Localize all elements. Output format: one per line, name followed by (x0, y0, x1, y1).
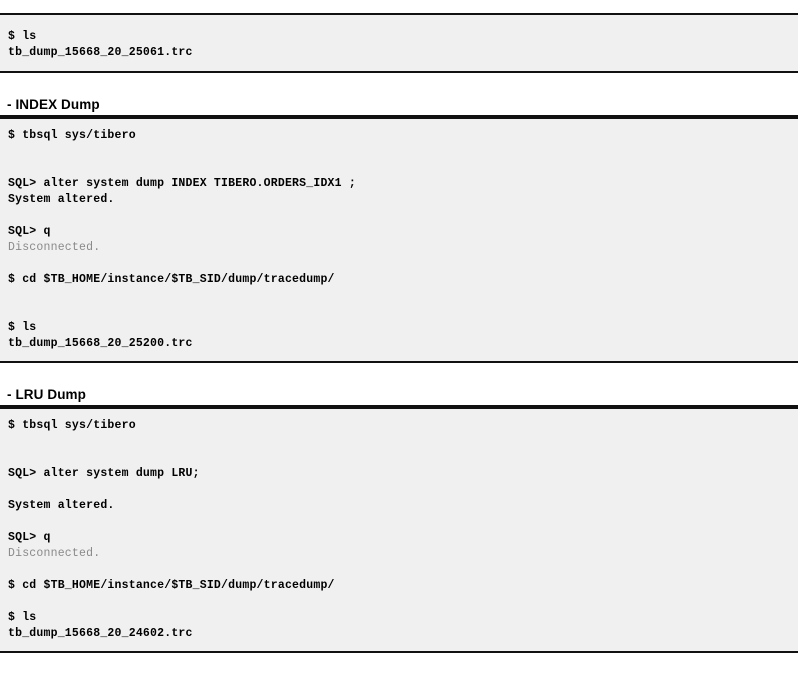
section-heading-index-dump: - INDEX Dump (0, 97, 798, 117)
code-line-blank (8, 434, 798, 450)
code-line-blank (8, 514, 798, 530)
code-line: Disconnected. (8, 241, 101, 254)
code-line: tb_dump_15668_20_25061.trc (8, 46, 193, 59)
code-line-blank (8, 144, 798, 160)
code-line-blank (8, 304, 798, 320)
code-line: $ ls (8, 611, 37, 624)
code-line: System altered. (8, 499, 115, 512)
code-line: System altered. (8, 193, 115, 206)
code-line-blank (8, 482, 798, 498)
code-line: $ ls (8, 30, 37, 43)
code-line: Disconnected. (8, 547, 101, 560)
code-line: $ cd $TB_HOME/instance/$TB_SID/dump/trac… (8, 579, 335, 592)
code-line: $ tbsql sys/tibero (8, 419, 136, 432)
code-line: $ ls (8, 321, 37, 334)
code-line: SQL> alter system dump LRU; (8, 467, 200, 480)
page-root: $ ls tb_dump_15668_20_25061.trc - INDEX D… (0, 13, 808, 682)
code-line-blank (8, 160, 798, 176)
spacer (0, 73, 808, 97)
code-line-blank (8, 288, 798, 304)
code-line-blank (8, 562, 798, 578)
code-block-lru-dump[interactable]: $ tbsql sys/tibero SQL> alter system dum… (0, 407, 798, 653)
code-line: tb_dump_15668_20_24602.trc (8, 627, 193, 640)
code-line-blank (8, 256, 798, 272)
code-line: $ tbsql sys/tibero (8, 129, 136, 142)
code-block-top-partial[interactable]: $ ls tb_dump_15668_20_25061.trc (0, 13, 798, 73)
code-line-blank (8, 594, 798, 610)
code-line-blank (8, 450, 798, 466)
code-line: $ cd $TB_HOME/instance/$TB_SID/dump/trac… (8, 273, 335, 286)
section-heading-lru-dump: - LRU Dump (0, 387, 798, 407)
spacer (0, 363, 808, 387)
code-block-index-dump[interactable]: $ tbsql sys/tibero SQL> alter system dum… (0, 117, 798, 363)
code-line: SQL> q (8, 531, 51, 544)
code-line: tb_dump_15668_20_25200.trc (8, 337, 193, 350)
code-line-blank (8, 208, 798, 224)
code-line: SQL> q (8, 225, 51, 238)
code-line: SQL> alter system dump INDEX TIBERO.ORDE… (8, 177, 356, 190)
